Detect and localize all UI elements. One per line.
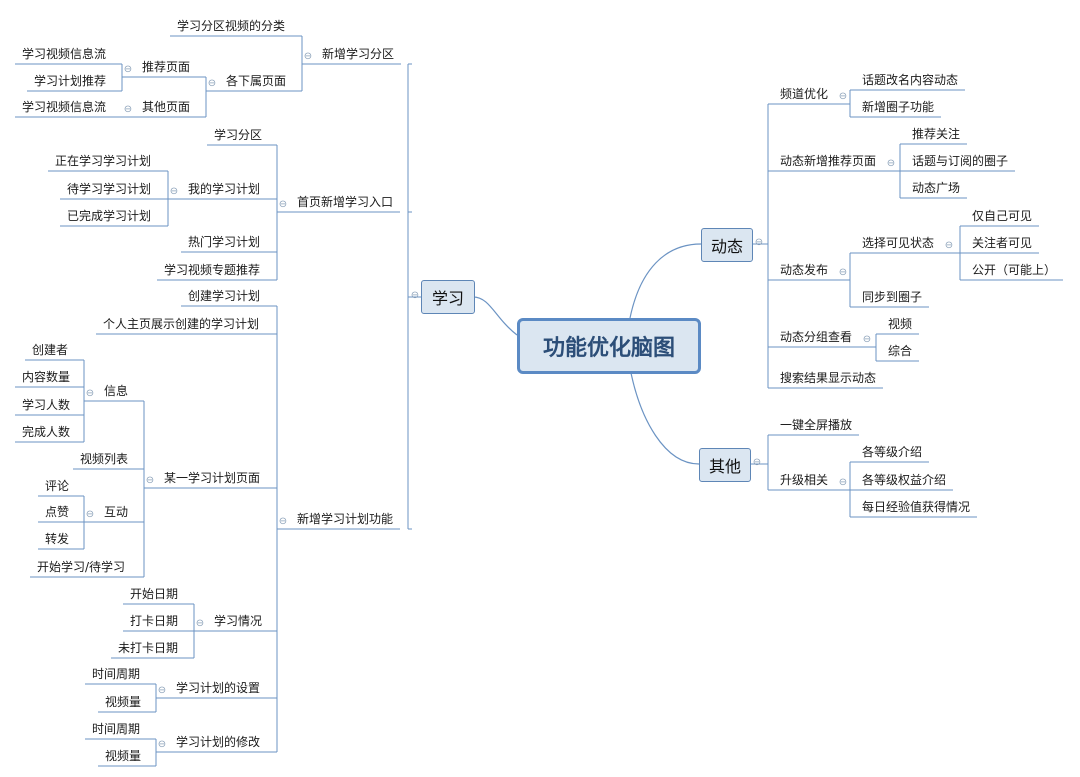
topic-node[interactable]: 学习计划的修改 [176,735,261,749]
topic-node[interactable]: 创建者 [32,343,69,357]
topic-node[interactable]: 开始日期 [130,587,179,601]
topic-node[interactable]: 正在学习学习计划 [55,154,152,168]
collapse-toggle-icon[interactable]: ⊖ [157,685,167,696]
topic-node[interactable]: 学习视频信息流 [22,47,107,61]
topic-node[interactable]: 升级相关 [780,473,829,487]
collapse-toggle-icon[interactable]: ⊖ [85,509,95,520]
main-topic-label: 学习 [431,289,464,308]
topic-node[interactable]: 视频量 [105,749,142,763]
topic-node[interactable]: 评论 [45,479,70,493]
topic-node[interactable]: 转发 [45,532,70,546]
collapse-toggle-icon[interactable]: ⊖ [303,51,313,62]
topic-node[interactable]: 已完成学习计划 [67,209,152,223]
topic-node[interactable]: 时间周期 [92,667,141,681]
topic-node[interactable]: 信息 [104,384,129,398]
collapse-toggle-icon[interactable]: ⊖ [944,240,954,251]
topic-node[interactable]: 学习视频专题推荐 [164,263,261,277]
topic-node[interactable]: 动态广场 [912,181,961,195]
topic-node[interactable]: 打卡日期 [130,614,179,628]
topic-node[interactable]: 推荐页面 [142,60,191,74]
topic-node[interactable]: 新增学习分区 [322,47,395,61]
topic-node[interactable]: 其他页面 [142,100,191,114]
main-branch-curve [629,243,702,319]
collapse-toggle-icon[interactable]: ⊖ [410,290,420,301]
topic-node[interactable]: 学习计划推荐 [34,74,107,88]
topic-node[interactable]: 推荐关注 [912,127,961,141]
collapse-toggle-icon[interactable]: ⊖ [278,199,288,210]
topic-node[interactable]: 各等级权益介绍 [862,473,947,487]
collapse-toggle-icon[interactable]: ⊖ [145,475,155,486]
collapse-toggle-icon[interactable]: ⊖ [752,457,762,468]
topic-node[interactable]: 公开（可能上） [972,263,1057,277]
root-topic-label: 功能优化脑图 [542,336,675,361]
collapse-toggle-icon[interactable]: ⊖ [85,388,95,399]
collapse-toggle-icon[interactable]: ⊖ [123,104,133,115]
main-topic-label: 其他 [708,457,741,476]
topic-node[interactable]: 视频量 [105,695,142,709]
topic-node[interactable]: 互动 [104,505,129,519]
collapse-toggle-icon[interactable]: ⊖ [278,516,288,527]
topic-node[interactable]: 动态新增推荐页面 [780,154,877,168]
topic-node[interactable]: 个人主页展示创建的学习计划 [103,317,260,331]
collapse-toggle-icon[interactable]: ⊖ [838,477,848,488]
topic-node[interactable]: 话题与订阅的圈子 [912,154,1009,168]
topic-node[interactable]: 内容数量 [22,370,71,384]
collapse-toggle-icon[interactable]: ⊖ [886,158,896,169]
topic-node[interactable]: 热门学习计划 [188,235,261,249]
collapse-toggle-icon[interactable]: ⊖ [195,618,205,629]
topic-node[interactable]: 新增圈子功能 [862,100,935,114]
topic-node[interactable]: 学习计划的设置 [176,681,261,695]
topic-node[interactable]: 仅自己可见 [972,209,1033,223]
collapse-toggle-icon[interactable]: ⊖ [754,237,764,248]
main-topic-feed[interactable]: 动态 [701,228,753,262]
collapse-toggle-icon[interactable]: ⊖ [169,186,179,197]
collapse-toggle-icon[interactable]: ⊖ [838,91,848,102]
topic-node[interactable]: 动态发布 [780,263,829,277]
topic-node[interactable]: 视频 [888,317,913,331]
topic-node[interactable]: 某一学习计划页面 [164,471,261,485]
topic-node[interactable]: 频道优化 [780,87,829,101]
main-topic-label: 动态 [710,237,743,256]
topic-node[interactable]: 各等级介绍 [862,445,923,459]
topic-node[interactable]: 每日经验值获得情况 [862,500,971,514]
main-topic-learning[interactable]: 学习 [421,280,475,314]
collapse-toggle-icon[interactable]: ⊖ [862,334,872,345]
topic-node[interactable]: 新增学习计划功能 [297,512,394,526]
main-branch-curve [472,296,518,336]
topic-node[interactable]: 学习分区 [214,128,263,142]
topic-node[interactable]: 开始学习/待学习 [37,560,126,574]
topic-node[interactable]: 综合 [888,344,913,358]
topic-node[interactable]: 学习人数 [22,398,71,412]
topic-node[interactable]: 话题改名内容动态 [862,73,959,87]
topic-node[interactable]: 未打卡日期 [118,641,179,655]
topic-node[interactable]: 选择可见状态 [862,236,935,250]
topic-node[interactable]: 同步到圈子 [862,290,923,304]
topic-node[interactable]: 学习视频信息流 [22,100,107,114]
topic-node[interactable]: 各下属页面 [226,74,287,88]
topic-node[interactable]: 关注者可见 [972,236,1033,250]
collapse-toggle-icon[interactable]: ⊖ [123,64,133,75]
root-topic[interactable]: 功能优化脑图 [517,318,701,374]
topic-node[interactable]: 创建学习计划 [188,289,261,303]
main-branch-curve [629,367,700,465]
topic-node[interactable]: 视频列表 [80,452,129,466]
topic-node[interactable]: 学习分区视频的分类 [177,19,286,33]
main-topic-other[interactable]: 其他 [699,448,751,482]
topic-node[interactable]: 完成人数 [22,425,71,439]
topic-node[interactable]: 待学习学习计划 [67,182,152,196]
collapse-toggle-icon[interactable]: ⊖ [207,78,217,89]
topic-node[interactable]: 学习情况 [214,614,263,628]
topic-node[interactable]: 我的学习计划 [188,182,261,196]
topic-node[interactable]: 动态分组查看 [780,330,853,344]
topic-node[interactable]: 首页新增学习入口 [297,195,394,209]
topic-node[interactable]: 搜索结果显示动态 [780,371,877,385]
topic-node[interactable]: 时间周期 [92,722,141,736]
collapse-toggle-icon[interactable]: ⊖ [157,739,167,750]
collapse-toggle-icon[interactable]: ⊖ [838,267,848,278]
topic-node[interactable]: 一键全屏播放 [780,418,853,432]
topic-node[interactable]: 点赞 [45,505,70,519]
